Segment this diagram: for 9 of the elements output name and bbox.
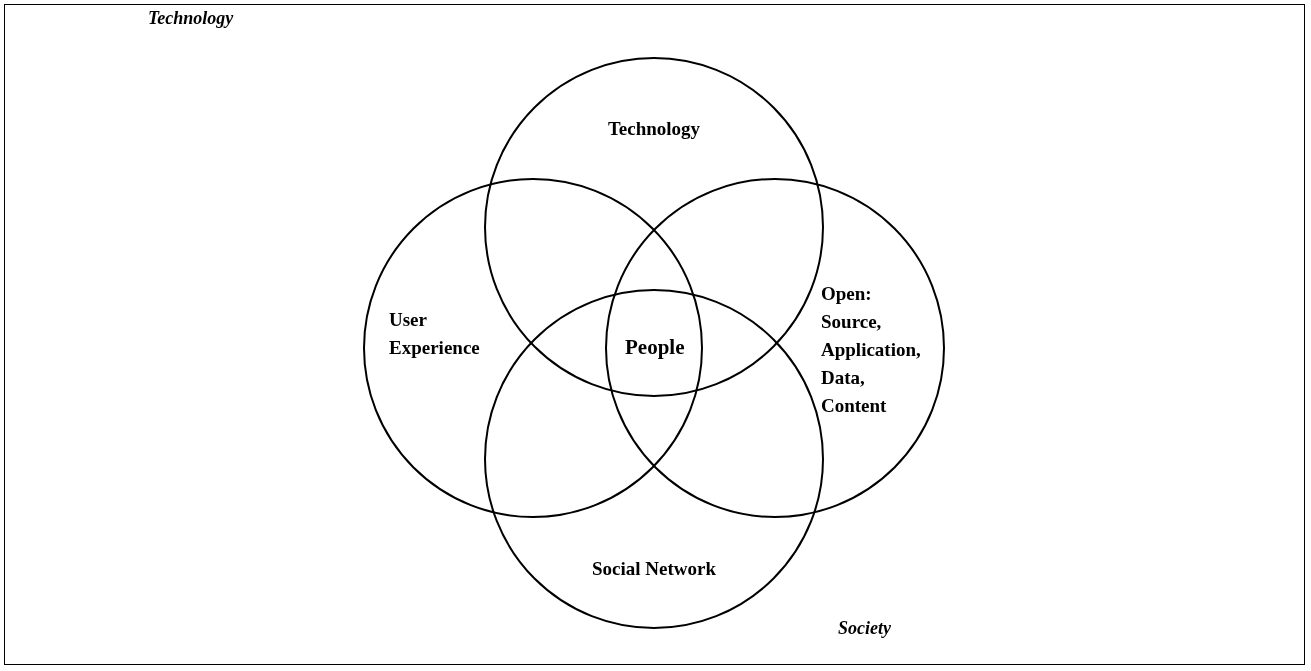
center-label: People [625,335,685,360]
corner-label: Society [838,618,891,639]
circle-label: User Experience [389,308,481,360]
circle-label: Social Network [591,557,717,581]
corner-label: Technology [148,8,234,29]
circle-label: Open: Source, Application, Data, Content [821,282,922,418]
venn-circle [363,178,703,518]
venn-circle [605,178,945,518]
circle-label: Technology [606,117,702,141]
